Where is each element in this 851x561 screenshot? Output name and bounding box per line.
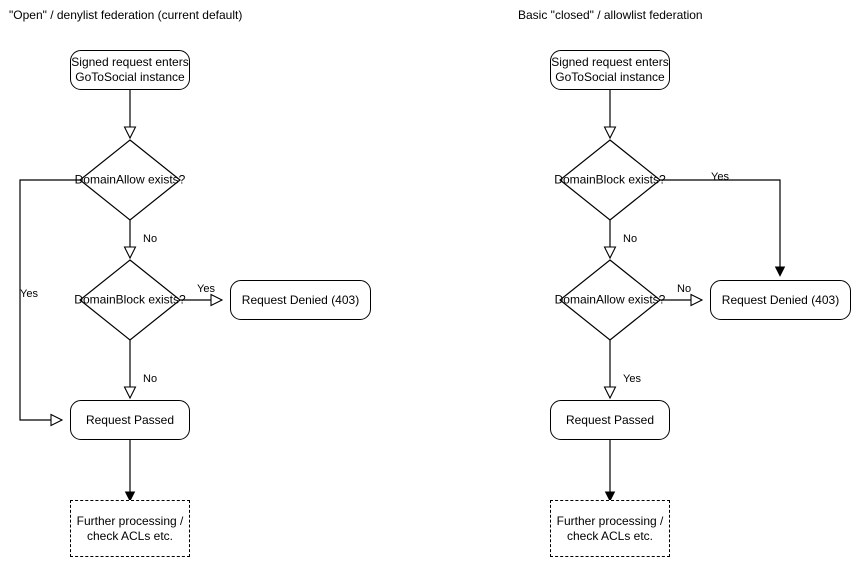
left-start-line1: Signed request enters: [71, 55, 189, 69]
left-decision-domainblock-line1: DomainBlock: [74, 292, 145, 307]
left-further-processing-line2: check ACLs etc.: [86, 528, 174, 543]
right-request-denied-node: Request Denied (403): [710, 280, 851, 320]
right-edge-label-block-no: No: [623, 233, 638, 245]
left-decision-domainblock: DomainBlock exists?: [74, 260, 185, 340]
right-decision-domainblock-line1: DomainBlock: [554, 172, 625, 187]
left-decision-domainallow-line1: DomainAllow: [74, 172, 145, 187]
right-decision-domainallow-line1: DomainAllow: [554, 292, 625, 307]
right-decision-domainallow-line2: exists?: [628, 292, 666, 307]
right-request-denied-label: Request Denied (403): [721, 292, 840, 307]
shape-right-decision-block: [559, 139, 661, 221]
right-start-node: Signed request enters GoToSocial instanc…: [550, 50, 670, 90]
right-start-line1: Signed request enters: [551, 55, 669, 69]
shape-left-decision-block: [79, 259, 181, 341]
right-decision-domainallow: DomainAllow exists?: [555, 260, 666, 340]
left-request-denied-node: Request Denied (403): [230, 280, 371, 320]
left-request-passed-node: Request Passed: [70, 400, 190, 440]
left-request-denied-label: Request Denied (403): [241, 292, 360, 307]
left-request-passed-label: Request Passed: [85, 412, 175, 427]
shape-left-decision-allow: [79, 139, 181, 221]
panel-title-open-denylist: "Open" / denylist federation (current de…: [9, 8, 243, 22]
right-edge-label-block-yes: Yes: [711, 171, 729, 183]
left-edge-label-block-yes: Yes: [197, 283, 215, 295]
right-further-processing-line2: check ACLs etc.: [566, 528, 654, 543]
left-further-processing-node: Further processing / check ACLs etc.: [70, 500, 190, 557]
right-decision-domainallow-label: DomainAllow exists?: [548, 293, 672, 308]
left-decision-domainblock-label: DomainBlock exists?: [68, 293, 192, 308]
right-request-passed-node: Request Passed: [550, 400, 670, 440]
left-decision-domainallow-line2: exists?: [148, 172, 186, 187]
shape-right-decision-allow: [559, 259, 661, 341]
left-start-line2: GoToSocial instance: [75, 70, 185, 84]
right-edge-label-allow-yes: Yes: [623, 373, 641, 385]
right-decision-domainblock-label: DomainBlock exists?: [548, 173, 672, 188]
right-request-passed-label: Request Passed: [565, 412, 655, 427]
left-edge-label-allow-no: No: [143, 233, 158, 245]
panel-title-closed-allowlist: Basic "closed" / allowlist federation: [518, 8, 703, 22]
edge-right-block-yes: [660, 179, 780, 275]
right-start-line2: GoToSocial instance: [555, 70, 665, 84]
left-start-node: Signed request enters GoToSocial instanc…: [70, 50, 190, 90]
right-edge-label-allow-no: No: [677, 283, 692, 295]
left-decision-domainallow-label: DomainAllow exists?: [68, 173, 192, 188]
left-edge-label-block-no: No: [143, 373, 158, 385]
left-further-processing-line1: Further processing /: [76, 513, 184, 528]
right-decision-domainblock: DomainBlock exists?: [554, 140, 665, 220]
right-further-processing-line1: Further processing /: [556, 513, 664, 528]
right-further-processing-node: Further processing / check ACLs etc.: [550, 500, 670, 557]
left-decision-domainallow: DomainAllow exists?: [75, 140, 186, 220]
left-edge-label-allow-yes: Yes: [20, 288, 38, 300]
edge-left-allow-yes: [19, 179, 80, 420]
